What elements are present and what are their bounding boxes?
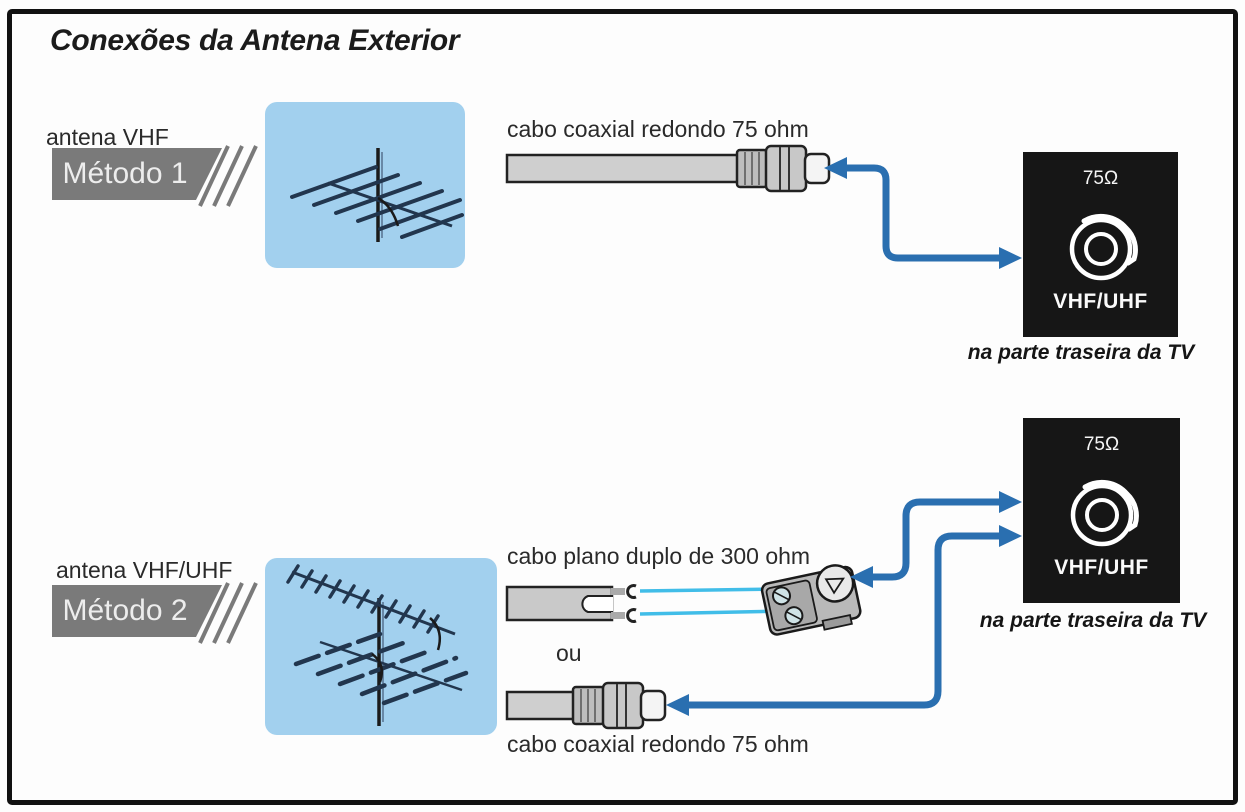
method2-impedance-label: 75Ω: [1083, 434, 1120, 455]
connection-arrow-method1: [824, 157, 1022, 269]
method2-tv-terminal-panel: 75Ω VHF/UHF: [1023, 418, 1180, 603]
method1-badge-shape: [52, 145, 258, 207]
method2-antenna-label: antena VHF/UHF: [56, 557, 233, 583]
method1-tv-terminal-panel: 75Ω VHF/UHF: [1023, 152, 1178, 337]
twin-lead-cable-illustration: [505, 584, 789, 623]
coax-cable-2-illustration: [505, 681, 667, 730]
method2-badge-shape: [52, 582, 258, 644]
method2-caption: na parte traseira da TV: [979, 609, 1207, 632]
balun-adapter-illustration: [760, 564, 862, 636]
vhf-uhf-antenna-illustration: [265, 558, 497, 735]
method2-or-label: ou: [556, 640, 582, 666]
method1-terminal-label: VHF/UHF: [1053, 290, 1148, 313]
method2-terminal-label: VHF/UHF: [1054, 556, 1149, 579]
method2-badge: Método 2: [62, 594, 188, 627]
antenna-terminal-icon: [1070, 479, 1139, 547]
diagram-title: Conexões da Antena Exterior: [50, 24, 460, 57]
method1-caption: na parte traseira da TV: [967, 341, 1195, 364]
connection-arrow-coax-to-tv: [666, 525, 1022, 716]
vhf-antenna-illustration: [265, 102, 465, 268]
method1-antenna-label: antena VHF: [46, 124, 169, 150]
method1-impedance-label: 75Ω: [1082, 168, 1119, 189]
method1-badge: Método 1: [62, 157, 188, 190]
method1-cable-label: cabo coaxial redondo 75 ohm: [507, 116, 809, 142]
method2-flat-cable-label: cabo plano duplo de 300 ohm: [507, 543, 811, 569]
antenna-terminal-icon: [1069, 213, 1138, 281]
diagram-border: [7, 9, 1238, 805]
method2-coax-cable-label: cabo coaxial redondo 75 ohm: [507, 731, 809, 757]
coax-cable-1-illustration: [505, 144, 831, 193]
connection-arrow-balun-to-tv: [850, 491, 1022, 588]
